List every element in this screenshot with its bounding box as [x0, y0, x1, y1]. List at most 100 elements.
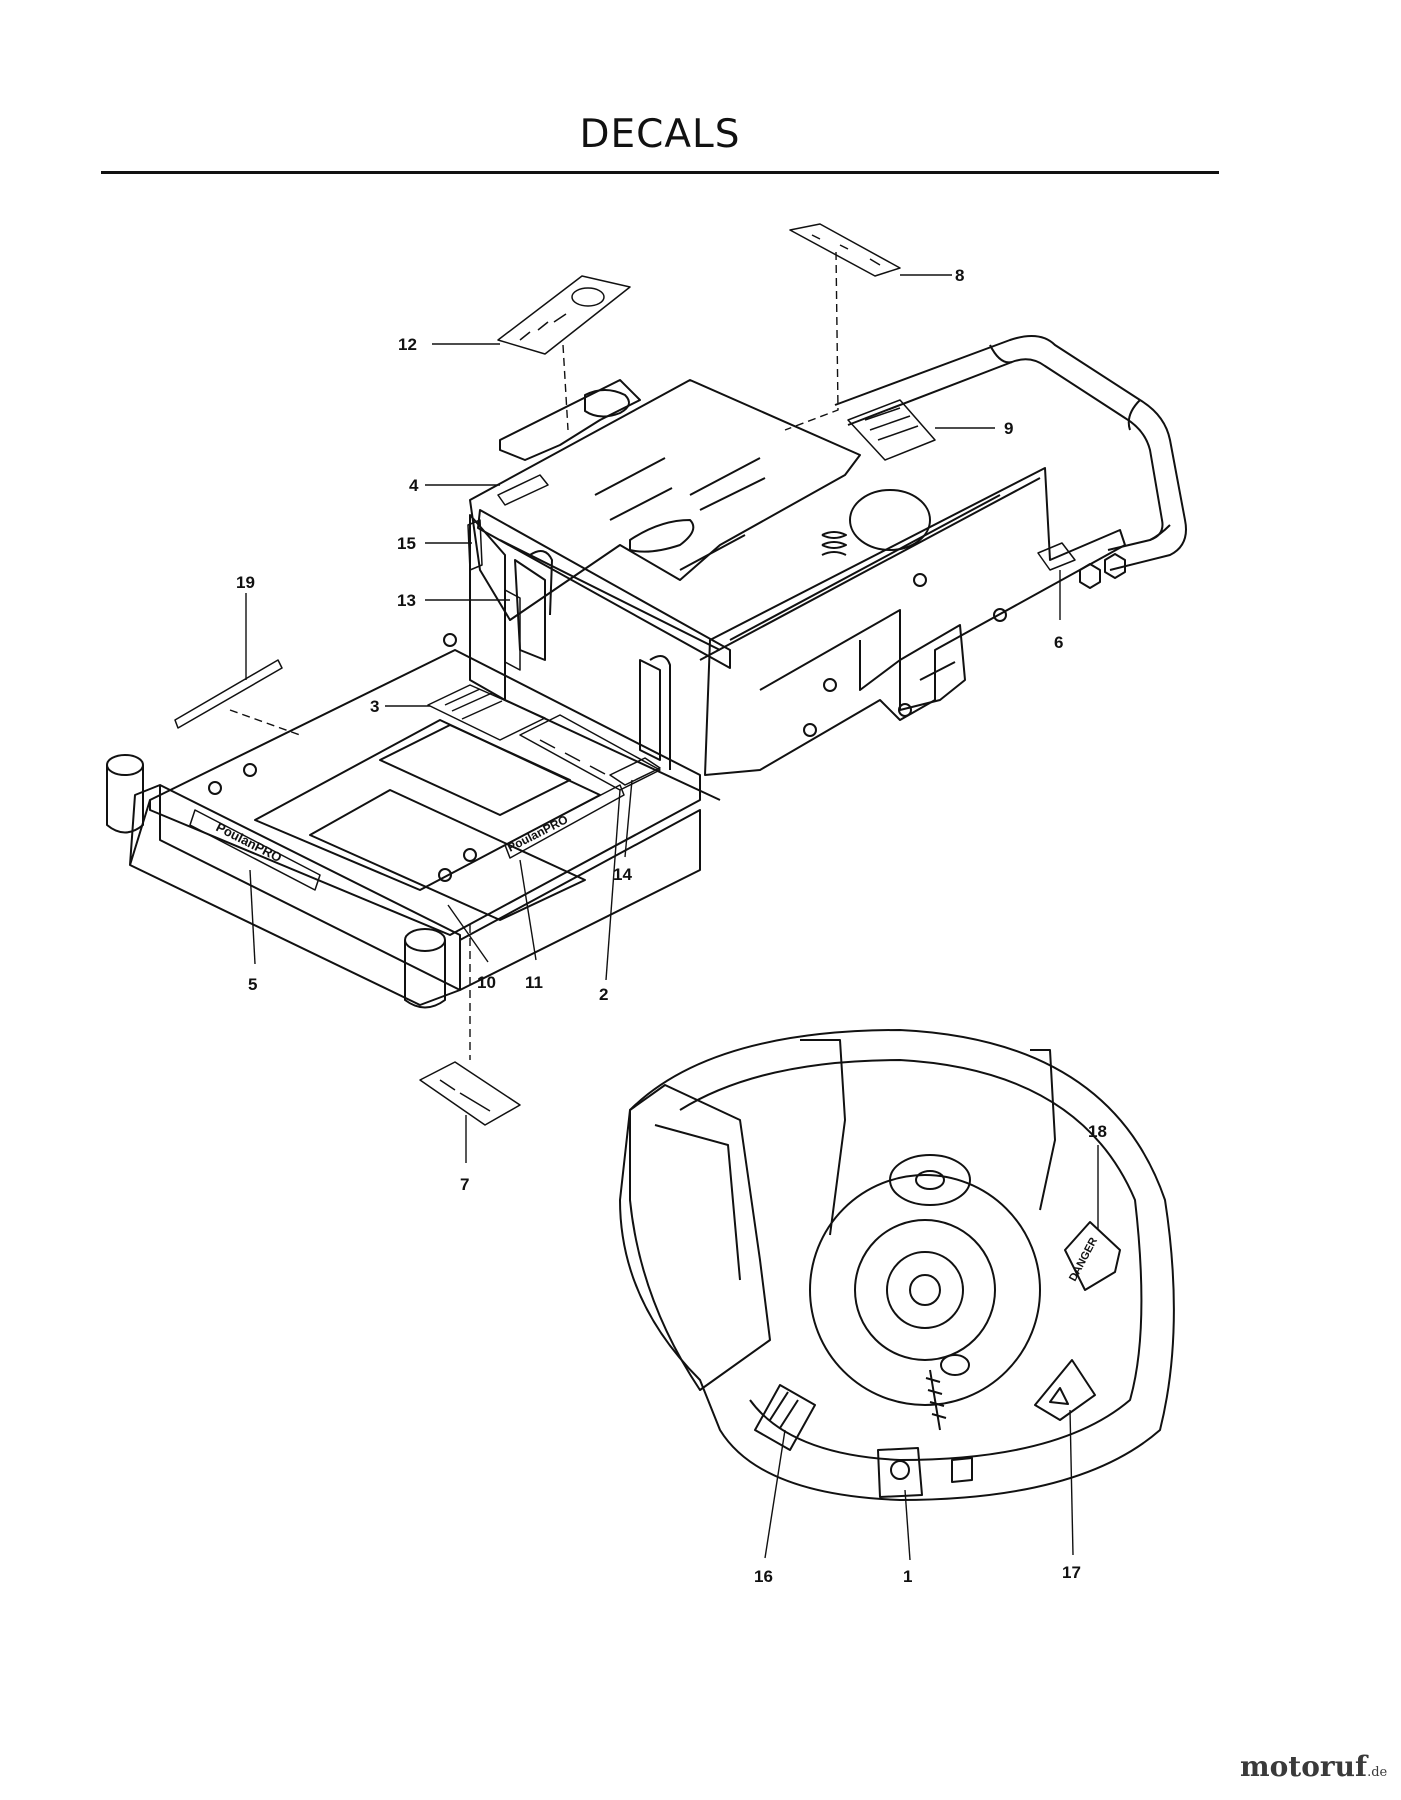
callout-9: 9 [1004, 419, 1013, 438]
assembly-lines [229, 251, 839, 1060]
mower-frame [106, 335, 1187, 1009]
rear-bracket [899, 624, 966, 711]
decal-17-plate [1034, 1359, 1096, 1421]
callout-4: 4 [409, 476, 419, 495]
callout-14: 14 [613, 865, 632, 884]
right-caster [404, 928, 446, 1009]
decal-16-plate [754, 1384, 816, 1451]
decal-6-plate [1037, 542, 1076, 571]
frame-bolt [913, 573, 927, 587]
decal-7-lines [439, 1079, 491, 1112]
deck-skirt [679, 1059, 1143, 1461]
decal-9-plate [847, 399, 936, 461]
decal-7-plate [419, 1061, 521, 1126]
front-bumper [129, 784, 461, 1006]
decal-17-warning [1049, 1387, 1069, 1405]
decal-3-lines [444, 688, 503, 720]
brand-tld: .de [1367, 1765, 1388, 1780]
brand-watermark: motoruf.de [1240, 1750, 1387, 1783]
deck-lift-arm [800, 1039, 1056, 1236]
fuel-cap-recess [584, 389, 630, 418]
floor-pan [149, 649, 701, 936]
decal-14-icons [539, 739, 606, 775]
leader-17 [1069, 1409, 1074, 1556]
callout-labels: 1 2 3 4 5 6 7 8 9 10 11 12 13 14 15 16 1… [236, 266, 1107, 1586]
leader-16 [764, 1429, 786, 1559]
decal-8-icons [811, 234, 881, 266]
callout-10: 10 [477, 973, 496, 992]
seat-deck-front [477, 509, 731, 669]
leader-1 [904, 1489, 911, 1561]
callout-6: 6 [1054, 633, 1063, 652]
callout-5: 5 [248, 975, 257, 994]
decal-19-strip [174, 659, 283, 729]
decal-12-plate [497, 275, 631, 355]
leader-5 [249, 869, 256, 965]
callout-leaders [245, 274, 1099, 1561]
decal-12-hole [571, 287, 605, 307]
discharge-chute [629, 1084, 771, 1391]
decal-11-plate [504, 784, 625, 859]
rear-frame-top [699, 477, 1041, 691]
deck-spindle-center [909, 1274, 941, 1306]
decal-16-lines [769, 1391, 799, 1429]
deck-spindle-ring [809, 1174, 1041, 1406]
decal-15-strip [467, 519, 483, 571]
callout-11: 11 [525, 973, 543, 992]
handle-bar [834, 335, 1187, 571]
floor-inner [254, 719, 601, 891]
decal-18-danger [1064, 1221, 1121, 1291]
rear-nut [1079, 563, 1101, 589]
deck-bolt [940, 1354, 970, 1376]
decal-13-strip [504, 589, 521, 671]
floor-mat [379, 724, 571, 816]
front-bumper-plate [459, 809, 701, 991]
decal-3-plate [427, 684, 546, 741]
decal-4-strip [497, 474, 549, 506]
deck-clip [951, 1457, 973, 1483]
title-rule [101, 171, 1219, 174]
frame-bolt [993, 608, 1007, 622]
mower-deck: DANGER [619, 1029, 1175, 1501]
seat-deck-slot [679, 457, 766, 571]
decal-2-plate [609, 757, 661, 786]
floor-bolt [243, 763, 257, 777]
deck-spring [925, 1369, 947, 1431]
decal-9-lines [864, 407, 919, 441]
brand-name: motoruf [1240, 1750, 1368, 1783]
lever-hook [529, 550, 671, 770]
callout-18: 18 [1088, 1122, 1107, 1141]
decal-1-dial [890, 1460, 910, 1480]
callout-13: 13 [397, 591, 416, 610]
deck-pulley [889, 1154, 971, 1206]
decals: PoulanPRO PoulanPRO [174, 223, 1076, 1126]
assembly-line-12 [562, 344, 569, 431]
frame-bolt [823, 678, 837, 692]
decal-11-brand: PoulanPRO [505, 812, 570, 854]
handle-bar-grip [989, 344, 1171, 541]
callout-16: 16 [754, 1567, 773, 1586]
frame-bolt [898, 703, 912, 717]
frame-bolt [803, 723, 817, 737]
page-title: DECALS [579, 112, 741, 157]
spring [821, 531, 847, 556]
seat-deck-back [499, 379, 641, 461]
callout-19: 19 [236, 573, 255, 592]
callout-1: 1 [903, 1567, 912, 1586]
floor-mat [309, 789, 586, 921]
control-panel [469, 514, 721, 801]
leader-14 [624, 779, 633, 858]
seat-deck-slot [594, 457, 695, 553]
decal-14-plate [519, 714, 661, 791]
deck-outer [619, 1029, 1175, 1501]
decal-8-plate [789, 223, 901, 277]
callout-2: 2 [599, 985, 608, 1004]
deck-spindle-hub [886, 1251, 964, 1329]
lever-slot [514, 559, 661, 761]
deck-spindle-ring [854, 1219, 996, 1361]
floor-bolt [208, 781, 222, 795]
callout-7: 7 [460, 1175, 469, 1194]
leader-10 [447, 904, 489, 963]
leader-2 [605, 789, 621, 981]
